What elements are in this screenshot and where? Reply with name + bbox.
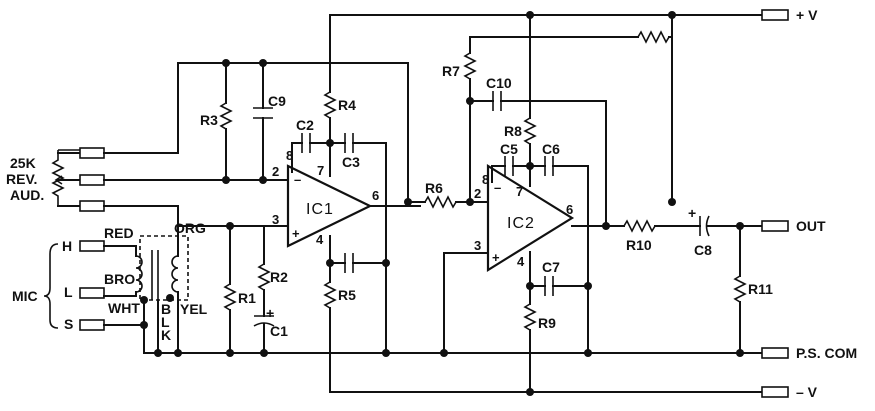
ic2-pin6: 6	[566, 202, 573, 217]
terminal-s-label: S	[64, 316, 73, 332]
r7-label: R7	[442, 63, 460, 79]
ic2-section: IC2 – + 2 3 6 7 8 4 R7 C10 R8 C5	[440, 11, 676, 396]
ic2-pin3: 3	[474, 238, 481, 253]
c10-label: C10	[486, 75, 512, 91]
positive-supply-label: + V	[796, 7, 818, 23]
wire-b-label: B	[161, 301, 171, 317]
common-rail: P.S. COM	[157, 345, 857, 361]
ic2-pin2: 2	[474, 186, 481, 201]
r9-label: R9	[538, 315, 556, 331]
c8-label: C8	[694, 242, 712, 258]
wire-l-label: L	[161, 314, 170, 330]
common-supply-label: P.S. COM	[796, 345, 857, 361]
c3-label: C3	[342, 154, 360, 170]
output-stage: R10 + C8 OUT R11	[623, 205, 826, 357]
wire-yel-label: YEL	[180, 301, 208, 317]
mic-label: MIC	[12, 288, 38, 304]
ic1-opamp	[286, 164, 373, 248]
c1-label: C1	[270, 323, 288, 339]
ic1-pin4: 4	[316, 232, 324, 247]
positive-rail: + V	[329, 7, 818, 23]
ic1-pin3: 3	[272, 212, 279, 227]
output-label: OUT	[796, 218, 826, 234]
ic2-minus-sign: –	[494, 180, 501, 195]
ic1-pin8: 8	[286, 148, 293, 163]
c2-label: C2	[296, 117, 314, 133]
ic2-opamp	[486, 164, 575, 272]
c9-label: C9	[268, 93, 286, 109]
wire-k-label: K	[161, 327, 171, 343]
wire-wht-label: WHT	[108, 300, 140, 316]
pot-value-label: 25K	[10, 155, 36, 171]
negative-rail: – V	[329, 384, 818, 400]
r2-label: R2	[270, 269, 288, 285]
pot-name-line2: AUD.	[10, 187, 44, 203]
c6-label: C6	[542, 141, 560, 157]
ic2-plus-sign: +	[492, 250, 500, 265]
r5-label: R5	[338, 287, 356, 303]
ic1-label: IC1	[306, 201, 334, 218]
r6-label: R6	[425, 180, 443, 196]
c5-label: C5	[500, 141, 518, 157]
r3-label: R3	[200, 112, 218, 128]
ic1-minus-sign: –	[294, 172, 301, 187]
ic1-pin7: 7	[317, 163, 324, 178]
wire-red-label: RED	[104, 225, 134, 241]
r11-label: R11	[748, 281, 773, 297]
c1-polarity: +	[266, 305, 274, 321]
ic1-section: R3 C9 IC1 – + 2 3 6 7 8 4 C2 C3 R4	[57, 14, 421, 393]
pot-name-line1: REV.	[6, 171, 37, 187]
ic2-pin4: 4	[517, 254, 525, 269]
mic-input: MIC H L S RED BRO WHT ORG YEL B L K	[12, 220, 208, 357]
reverb-pot: 25K REV. AUD.	[6, 147, 227, 212]
r8-label: R8	[504, 123, 522, 139]
wire-bro-label: BRO	[104, 271, 135, 287]
ic1-pin2: 2	[272, 164, 279, 179]
ic2-label: IC2	[507, 215, 535, 232]
wire-org-label: ORG	[174, 220, 206, 236]
negative-supply-label: – V	[796, 384, 818, 400]
ic2-pin7: 7	[516, 184, 523, 199]
r6-resistor: R6	[407, 180, 489, 209]
r10-label: R10	[626, 237, 652, 253]
terminal-h-label: H	[62, 238, 72, 254]
ic2-pin8: 8	[482, 172, 489, 187]
r1-label: R1	[238, 290, 256, 306]
c7-label: C7	[542, 259, 560, 275]
terminal-l-label: L	[64, 284, 73, 300]
c8-polarity: +	[688, 205, 696, 221]
r4-label: R4	[338, 97, 356, 113]
ic1-pin6: 6	[372, 188, 379, 203]
ic1-plus-sign: +	[292, 226, 300, 241]
